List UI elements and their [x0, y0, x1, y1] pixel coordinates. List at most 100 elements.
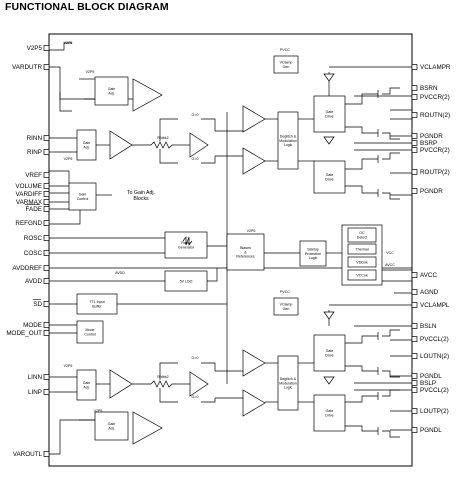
mode-control-block-label: Control — [84, 332, 96, 336]
pin-label-left: V2P5 — [27, 45, 43, 52]
biases-block-label: References — [236, 254, 255, 258]
oc-detect-block — [347, 227, 377, 243]
pin-box-right — [411, 140, 418, 146]
pin-box-left — [43, 183, 50, 189]
pin-label-right: PGNDR — [420, 133, 443, 140]
pin-label-right: BSRP — [420, 140, 437, 147]
ldo-block-label: 5V LDO — [180, 279, 193, 283]
chip-outline — [48, 33, 413, 467]
pin-box-right — [411, 85, 418, 91]
pin-label-right: ROUTN(2) — [420, 112, 450, 119]
pin-label-right: PVCCR(2) — [420, 94, 450, 101]
biases-block — [226, 233, 265, 271]
gate-drive-block-2 — [313, 160, 346, 194]
pin-box-left — [43, 250, 50, 256]
pvcc-label: PVCC — [280, 290, 290, 294]
pin-box-left — [43, 330, 50, 336]
ldo-block — [164, 270, 208, 292]
pin-label-right: BSLN — [420, 323, 437, 330]
pin-label-left: FADE — [26, 206, 42, 213]
pin-box-left — [43, 149, 50, 155]
pin-box-right — [411, 302, 418, 308]
ttl-buffer-block — [76, 293, 118, 315]
gain-adj-block-right-label: Gain — [83, 141, 91, 145]
ttl-buffer-block-label: Buffer — [92, 304, 102, 308]
gain-zero-label: G=0 — [192, 356, 199, 360]
pin-box-right — [411, 373, 418, 379]
vclamp-gen-block-right-label: Gen — [283, 65, 290, 69]
pin-label-right: PVCCR(2) — [420, 147, 450, 154]
gain-adj-block-right — [76, 129, 97, 161]
thermal-block-label: Thermal — [355, 247, 368, 251]
gate-drive-block-3 — [313, 334, 346, 372]
pin-label-right: PVCCL(2) — [420, 387, 449, 394]
vclamp-gen-block-right-label: VClamp — [280, 61, 293, 65]
ramp-generator-block-label: Generator — [178, 245, 195, 249]
pin-box-left — [43, 374, 50, 380]
modulation-logic-block-left-label: Logic — [284, 385, 293, 389]
thermal-block — [347, 243, 377, 255]
pin-label-left: COSC — [24, 250, 43, 257]
pin-label-left: RINP — [27, 149, 42, 156]
pin-box-left — [43, 451, 50, 457]
v2p5-label: V2P5 — [94, 409, 103, 413]
vddok-block — [347, 256, 377, 268]
pin-box-right — [411, 387, 418, 393]
pin-label-right: AVCC — [420, 272, 437, 279]
vclamp-gen-block-right — [273, 55, 299, 74]
gate-drive-block-3-label: Drive — [325, 353, 333, 357]
pin-label-right: ROUTP(2) — [420, 169, 450, 176]
ramp-waveform — [182, 235, 193, 247]
pin-box-left — [43, 301, 50, 307]
pin-box-right — [411, 353, 418, 359]
gain-adj-block-top-label: Adj. — [108, 91, 114, 95]
biases-block-label: & — [244, 250, 247, 254]
pin-label-right: LOUTN(2) — [420, 353, 449, 360]
mode-control-block-label: Mode — [86, 328, 95, 332]
startup-protection-block — [299, 240, 327, 267]
modulation-logic-block-right — [277, 111, 299, 170]
modulation-logic-block-left-label: Modulation — [279, 381, 297, 385]
gain-zero-label: G=0 — [192, 113, 199, 117]
gain-adj-block-top — [94, 76, 129, 106]
pin-label-left: VARDUTR — [12, 64, 42, 71]
pin-label-right: VCLAMPR — [420, 64, 451, 71]
pin-box-right — [411, 94, 418, 100]
pin-label-right: PGNDR — [420, 188, 443, 195]
pin-label-right: PVCCL(2) — [420, 336, 449, 343]
pvcc-label: PVCC — [280, 48, 290, 52]
pin-label-left: AVDDREF — [12, 265, 42, 272]
pin-box-right — [411, 133, 418, 139]
gate-drive-block-1-label: Gate — [326, 110, 334, 114]
vccok-block-label: VCCok — [356, 273, 368, 277]
startup-protection-block-label: Protection — [305, 252, 321, 256]
vclamp-gen-block-left-label: Gen — [283, 307, 290, 311]
pin-box-right — [411, 147, 418, 153]
gain-zero-label: G=0 — [192, 395, 199, 399]
internal-wiring — [49, 42, 412, 455]
pin-box-left — [43, 45, 50, 51]
comparators — [189, 132, 209, 397]
pin-label-left: VARMAX — [16, 199, 43, 206]
vclamp-gen-block-left-label: VClamp — [280, 303, 293, 307]
gate-drive-block-4-label: Gate — [326, 409, 334, 413]
amplifiers — [109, 78, 266, 445]
pin-box-right — [411, 272, 418, 278]
avdd-label: AVDD — [115, 271, 125, 275]
gain-control-block — [68, 182, 97, 211]
pin-box-right — [411, 380, 418, 386]
vccok-block — [347, 269, 377, 281]
pin-box-left — [43, 135, 50, 141]
oc-detect-block-label: Detect — [357, 235, 367, 239]
modulation-logic-block-left — [277, 355, 299, 411]
gain-adj-block-bottom-label: Gain — [108, 422, 116, 426]
gate-drive-block-4 — [313, 394, 346, 432]
gain-control-block-label: Control — [77, 197, 89, 201]
resistor-label-left: Rfdbk2 — [157, 375, 168, 379]
pin-label-right: PGNDL — [420, 373, 442, 380]
vddok-block-label: VDDok — [356, 260, 368, 264]
gate-drive-block-1-label: Drive — [325, 114, 333, 118]
startup-protection-block-label: Startup — [307, 248, 319, 252]
diagram-title: FUNCTIONAL BLOCK DIAGRAM — [5, 1, 169, 13]
